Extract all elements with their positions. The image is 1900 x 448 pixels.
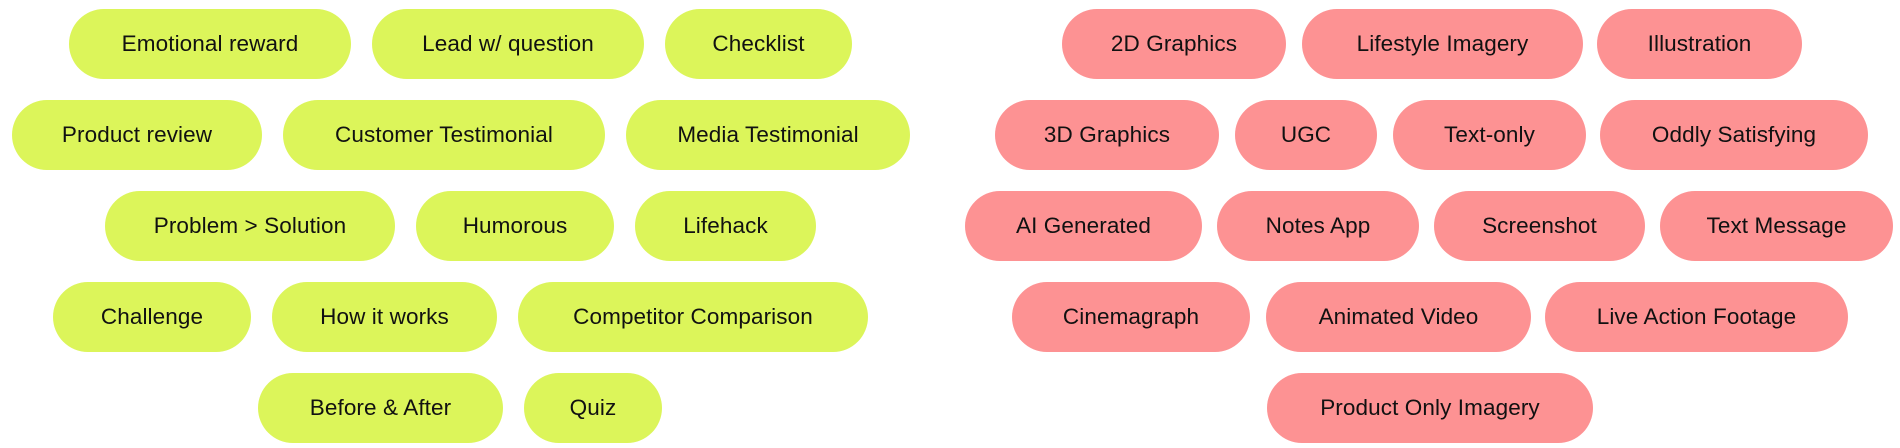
hook-tag-cloud: Emotional reward Lead w/ question Checkl… <box>0 0 930 448</box>
format-tag-cloud: 2D Graphics Lifestyle Imagery Illustrati… <box>940 0 1900 448</box>
tag-customer-testimonial[interactable]: Customer Testimonial <box>283 100 605 170</box>
tag-media-testimonial[interactable]: Media Testimonial <box>626 100 910 170</box>
tag-how-it-works[interactable]: How it works <box>272 282 497 352</box>
tag-problem-solution[interactable]: Problem > Solution <box>105 191 395 261</box>
tag-lifestyle-imagery[interactable]: Lifestyle Imagery <box>1302 9 1583 79</box>
tag-text-message[interactable]: Text Message <box>1660 191 1893 261</box>
tag-lead-with-question[interactable]: Lead w/ question <box>372 9 644 79</box>
tag-oddly-satisfying[interactable]: Oddly Satisfying <box>1600 100 1868 170</box>
tag-2d-graphics[interactable]: 2D Graphics <box>1062 9 1286 79</box>
tag-lifehack[interactable]: Lifehack <box>635 191 816 261</box>
tag-notes-app[interactable]: Notes App <box>1217 191 1419 261</box>
tag-cinemagraph[interactable]: Cinemagraph <box>1012 282 1250 352</box>
tag-screenshot[interactable]: Screenshot <box>1434 191 1645 261</box>
tag-ugc[interactable]: UGC <box>1235 100 1377 170</box>
tag-humorous[interactable]: Humorous <box>416 191 614 261</box>
tag-ai-generated[interactable]: AI Generated <box>965 191 1202 261</box>
tag-competitor-comparison[interactable]: Competitor Comparison <box>518 282 868 352</box>
tag-live-action-footage[interactable]: Live Action Footage <box>1545 282 1848 352</box>
tag-3d-graphics[interactable]: 3D Graphics <box>995 100 1219 170</box>
tag-quiz[interactable]: Quiz <box>524 373 662 443</box>
tag-challenge[interactable]: Challenge <box>53 282 251 352</box>
tag-product-review[interactable]: Product review <box>12 100 262 170</box>
tag-animated-video[interactable]: Animated Video <box>1266 282 1531 352</box>
tag-before-after[interactable]: Before & After <box>258 373 503 443</box>
tag-emotional-reward[interactable]: Emotional reward <box>69 9 351 79</box>
tag-illustration[interactable]: Illustration <box>1597 9 1802 79</box>
tag-product-only-imagery[interactable]: Product Only Imagery <box>1267 373 1593 443</box>
tag-checklist[interactable]: Checklist <box>665 9 852 79</box>
tag-text-only[interactable]: Text-only <box>1393 100 1586 170</box>
